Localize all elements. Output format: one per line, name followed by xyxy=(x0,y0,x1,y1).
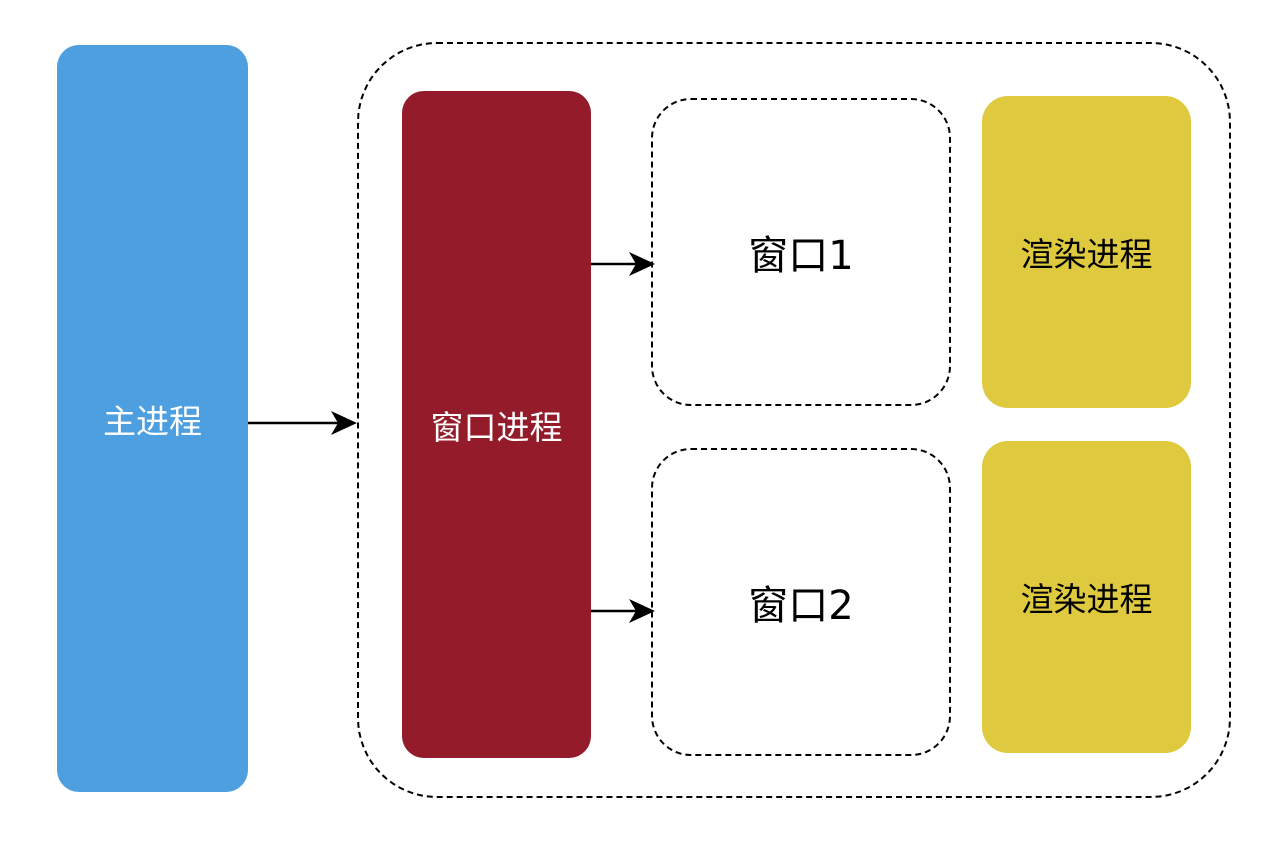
main-process-label: 主进程 xyxy=(103,401,202,441)
render-process-1-node: 渲染进程 xyxy=(982,96,1191,408)
render-process-2-node: 渲染进程 xyxy=(982,441,1191,753)
window-2-label: 窗口2 xyxy=(748,583,854,629)
render-process-1-label: 渲染进程 xyxy=(1020,235,1153,274)
window-group-container xyxy=(357,42,1231,798)
main-process-node: 主进程 xyxy=(57,45,248,792)
arrow-main-to-group xyxy=(248,411,357,435)
window-1-node: 窗口1 xyxy=(651,98,951,406)
window-process-label: 窗口进程 xyxy=(430,407,563,447)
window-process-node: 窗口进程 xyxy=(402,91,591,758)
window-1-label: 窗口1 xyxy=(748,233,854,279)
render-process-2-label: 渲染进程 xyxy=(1020,580,1153,619)
window-2-node: 窗口2 xyxy=(651,448,951,756)
